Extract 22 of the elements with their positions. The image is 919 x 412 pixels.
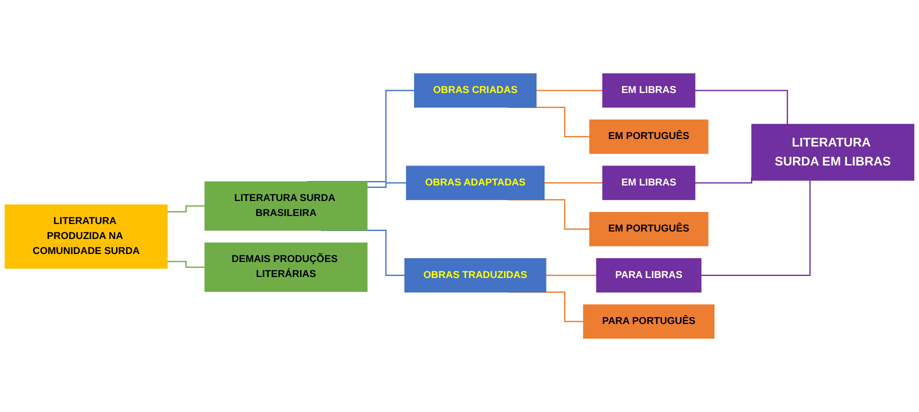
connector — [167, 205, 206, 212]
connector — [546, 274, 598, 276]
connector — [695, 90, 788, 124]
node-box: EM LIBRAS — [602, 73, 696, 108]
node-box: EM PORTUGUÊS — [589, 120, 708, 154]
connector — [695, 177, 752, 184]
connector — [367, 182, 407, 188]
node-box: EM LIBRAS — [602, 166, 696, 200]
connector — [701, 180, 811, 276]
node-box: OBRAS TRADUZIDAS — [404, 258, 546, 292]
node-box: PARA PORTUGUÊS — [583, 304, 714, 339]
node-box: OBRAS CRIADAS — [414, 73, 537, 108]
node-box: DEMAIS PRODUÇÕES LITERÁRIAS — [204, 242, 368, 292]
node-box: PARA LIBRAS — [596, 258, 702, 292]
node-box: LITERATURA SURDA EM LIBRAS — [751, 124, 914, 181]
node-box: LITERATURA SURDA BRASILEIRA — [204, 181, 368, 231]
connector — [167, 260, 206, 268]
connector — [544, 182, 604, 184]
node-box: OBRAS ADAPTADAS — [406, 166, 545, 200]
node-box: LITERATURA PRODUZIDA NA COMUNIDADE SURDA — [4, 204, 168, 269]
connector — [536, 90, 604, 92]
node-box: EM PORTUGUÊS — [589, 212, 708, 246]
